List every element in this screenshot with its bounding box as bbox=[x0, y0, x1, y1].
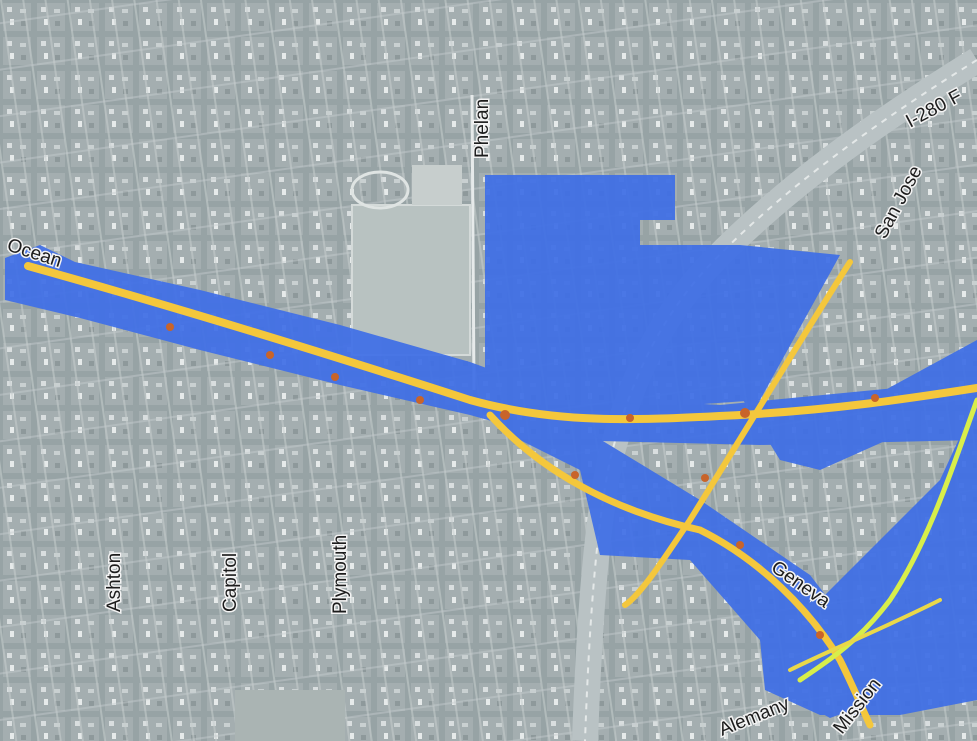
transit-stop[interactable] bbox=[571, 471, 579, 479]
transit-stop[interactable] bbox=[701, 474, 709, 482]
transit-stops bbox=[166, 323, 879, 639]
transit-stop[interactable] bbox=[331, 373, 339, 381]
park-area bbox=[235, 690, 345, 741]
transit-stop[interactable] bbox=[266, 351, 274, 359]
transit-stop[interactable] bbox=[871, 394, 879, 402]
transit-stop[interactable] bbox=[736, 541, 744, 549]
geneva-line bbox=[486, 411, 874, 729]
ocean-line bbox=[24, 262, 977, 424]
running-track bbox=[350, 170, 410, 210]
label-ashton: Ashton bbox=[104, 553, 125, 612]
transit-stop[interactable] bbox=[166, 323, 174, 331]
buffer-mission-corridor bbox=[760, 560, 977, 715]
transit-stop[interactable] bbox=[816, 631, 824, 639]
alemany-line bbox=[788, 598, 942, 672]
san-jose-line bbox=[622, 259, 853, 608]
label-phelan: Phelan bbox=[472, 99, 493, 158]
phelan-street bbox=[470, 94, 476, 391]
rail-line bbox=[797, 397, 977, 683]
transit-stop[interactable] bbox=[626, 414, 634, 422]
transit-stop[interactable] bbox=[416, 396, 424, 404]
transit-lines bbox=[24, 259, 977, 729]
transit-stop[interactable] bbox=[500, 410, 510, 420]
label-capitol: Capitol bbox=[220, 553, 241, 612]
buffer-campus-block bbox=[485, 175, 840, 405]
label-plymouth: Plymouth bbox=[330, 535, 351, 614]
transit-stop[interactable] bbox=[740, 408, 750, 418]
athletic-field bbox=[351, 204, 471, 356]
building-block bbox=[412, 165, 462, 205]
